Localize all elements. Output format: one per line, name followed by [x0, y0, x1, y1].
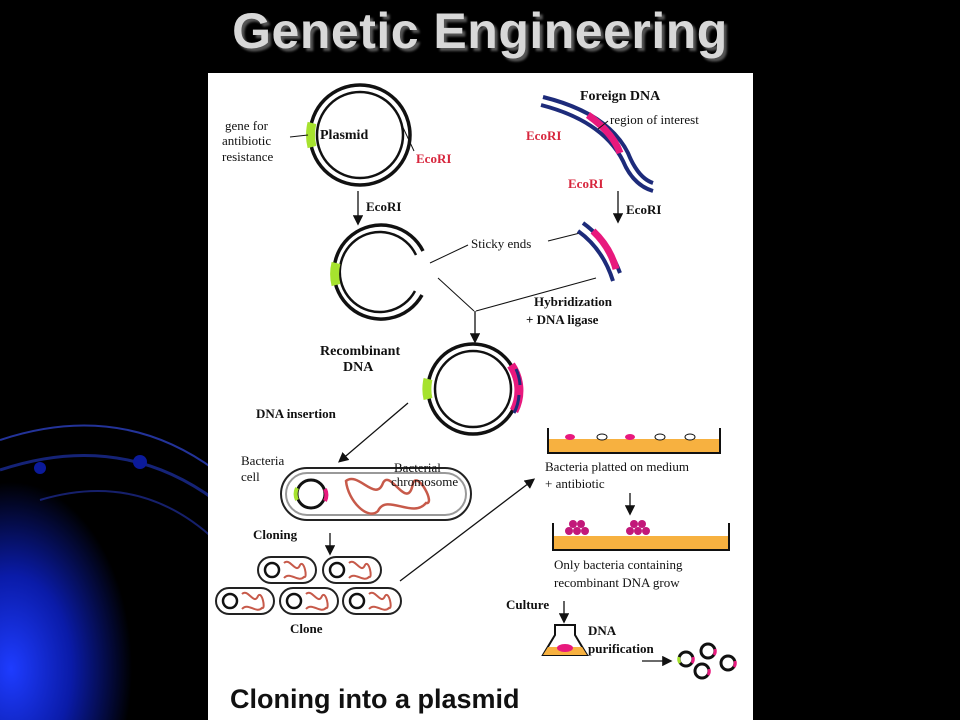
- plasmid-label: Plasmid: [320, 128, 368, 143]
- clone-colony: [215, 556, 402, 615]
- cut-plasmid: [330, 223, 425, 321]
- cloning-diagram: Plasmid gene for antibiotic resistance E…: [215, 83, 737, 714]
- culture-label: Culture: [506, 597, 549, 612]
- ecori-site-foreign-2: EcoRI: [568, 176, 603, 191]
- plated-label-line2: + antibiotic: [545, 476, 605, 491]
- clone-label: Clone: [290, 621, 323, 636]
- ligase-label: + DNA ligase: [526, 312, 599, 327]
- dna-insertion-label: DNA insertion: [256, 406, 337, 421]
- diagram-caption: Cloning into a plasmid: [230, 684, 520, 714]
- plasmid-ring: [306, 83, 412, 187]
- clone-cell: [215, 587, 275, 615]
- gene-label-line2: antibiotic: [222, 133, 271, 148]
- ecori-site-foreign-1: EcoRI: [526, 128, 561, 143]
- recombinant-label-line2: DNA: [343, 360, 374, 375]
- bacteria-cell-label-line2: cell: [241, 469, 260, 484]
- ecori-cut-foreign-label: EcoRI: [626, 202, 661, 217]
- agar-plate-selected: [552, 520, 730, 551]
- culture-flask-icon: [541, 624, 589, 656]
- bacterial-chromosome-label-line2: chromosome: [391, 474, 458, 489]
- purification-label-line2: purification: [588, 641, 654, 656]
- ecori-cut-plasmid-label: EcoRI: [366, 199, 401, 214]
- diagram-panel: Plasmid gene for antibiotic resistance E…: [208, 73, 753, 720]
- hybridization-label: Hybridization: [534, 294, 613, 309]
- bacterium-cell: [280, 467, 472, 521]
- bacterial-chromosome-label-line1: Bacterial: [394, 460, 441, 475]
- recombinant-plasmid: [422, 342, 524, 436]
- recombinant-label-line1: Recombinant: [320, 344, 400, 359]
- only-bacteria-label-line1: Only bacteria containing: [554, 557, 683, 572]
- sticky-ends-label: Sticky ends: [471, 236, 531, 251]
- gene-label-line1: gene for: [225, 118, 269, 133]
- purification-label-line1: DNA: [588, 623, 617, 638]
- purified-plasmids: [677, 642, 737, 680]
- clone-cell: [279, 587, 339, 615]
- ecori-site-plasmid: EcoRI: [416, 151, 451, 166]
- gene-label-line3: resistance: [222, 149, 273, 164]
- plated-label-line1: Bacteria platted on medium: [545, 459, 689, 474]
- clone-cell: [322, 556, 382, 584]
- foreign-dna-label: Foreign DNA: [580, 89, 661, 104]
- clone-cell: [257, 556, 317, 584]
- only-bacteria-label-line2: recombinant DNA grow: [554, 575, 680, 590]
- slide-title: Genetic Engineering: [232, 3, 728, 59]
- cloning-label: Cloning: [253, 527, 298, 542]
- foreign-dna-strand: [540, 95, 654, 193]
- region-of-interest-label: region of interest: [610, 112, 699, 127]
- dna-fragment: [576, 221, 622, 282]
- clone-cell: [342, 587, 402, 615]
- bacteria-cell-label-line1: Bacteria: [241, 453, 285, 468]
- agar-plate-initial: [547, 428, 721, 454]
